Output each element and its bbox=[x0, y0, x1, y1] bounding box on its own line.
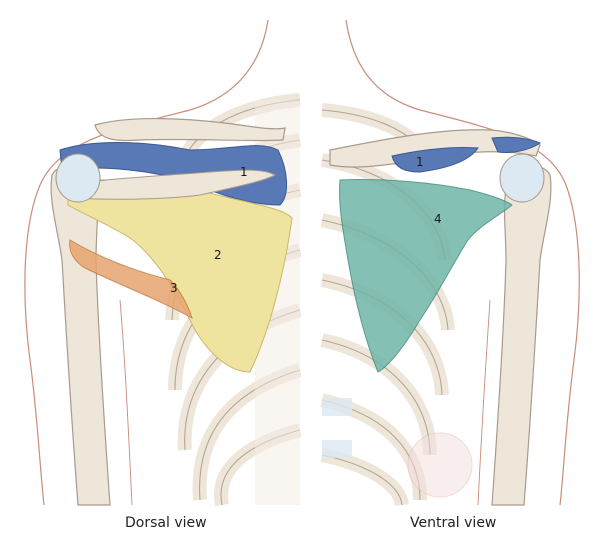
dorsal-view: 1 2 3 bbox=[51, 100, 300, 505]
humeral-head-left bbox=[56, 154, 100, 202]
humeral-head-right bbox=[500, 154, 544, 202]
ventral-view: 1 4 bbox=[322, 110, 551, 505]
label-3: 3 bbox=[170, 281, 178, 295]
label-1-ventral: 1 bbox=[416, 155, 424, 169]
humerus-right bbox=[492, 166, 551, 505]
breast-outline bbox=[408, 433, 472, 497]
label-2: 2 bbox=[214, 248, 222, 262]
caption-ventral-view: Ventral view bbox=[410, 515, 496, 531]
label-4: 4 bbox=[434, 212, 442, 226]
center-gap bbox=[301, 90, 321, 510]
caption-dorsal-view: Dorsal view bbox=[125, 515, 207, 531]
label-1-dorsal: 1 bbox=[240, 165, 248, 179]
